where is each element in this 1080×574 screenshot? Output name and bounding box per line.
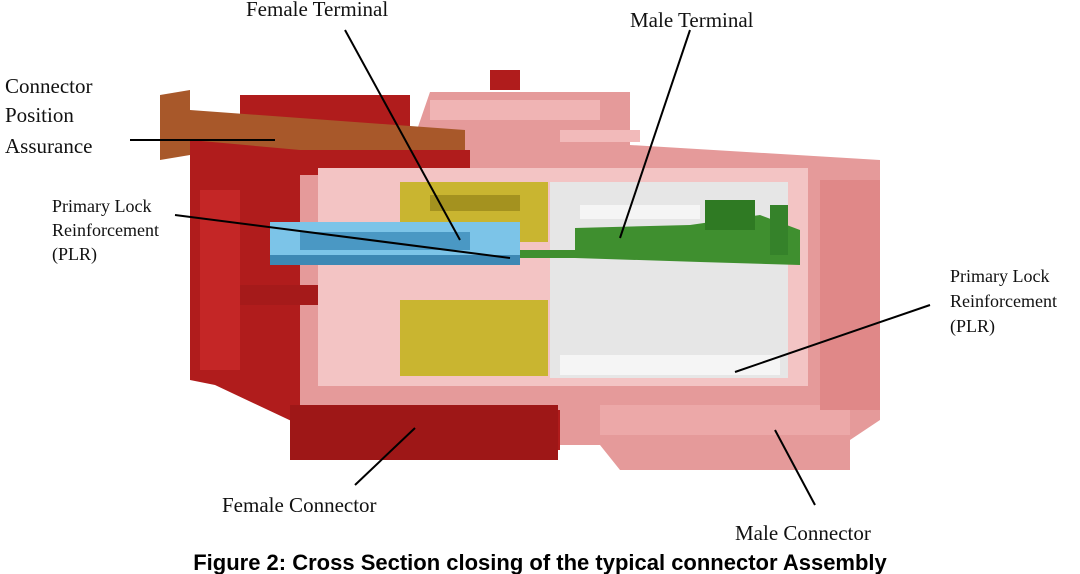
label-male-terminal: Male Terminal xyxy=(630,8,754,32)
callout-arrows xyxy=(130,29,931,506)
arrow-male-terminal xyxy=(619,29,691,239)
label-plr-right-line3: (PLR) xyxy=(950,316,995,337)
figure-caption: Figure 2: Cross Section closing of the t… xyxy=(193,550,887,574)
female-connector-housing xyxy=(190,70,560,460)
label-plr-right-line2: Reinforcement xyxy=(950,291,1057,311)
connector-position-assurance-part xyxy=(160,90,465,160)
label-plr-left-line1: Primary Lock xyxy=(52,196,151,216)
male-terminal-part xyxy=(520,200,800,265)
arrow-male-connector xyxy=(774,429,816,506)
arrow-plr-left xyxy=(174,214,511,259)
label-female-terminal: Female Terminal xyxy=(246,0,388,21)
arrow-female-connector xyxy=(354,427,416,486)
label-male-connector: Male Connector xyxy=(735,521,871,545)
plr-male-grey xyxy=(560,205,780,375)
label-cpa-line3: Assurance xyxy=(5,134,92,158)
label-plr-right-line1: Primary Lock xyxy=(950,266,1049,286)
label-cpa-line2: Position xyxy=(5,103,74,127)
arrow-female-terminal xyxy=(344,29,461,241)
label-plr-left-line2: Reinforcement xyxy=(52,220,159,240)
label-female-connector: Female Connector xyxy=(222,493,377,517)
arrow-plr-right xyxy=(734,304,931,373)
label-cpa-line1: Connector xyxy=(5,74,92,98)
label-plr-left-line3: (PLR) xyxy=(52,244,97,265)
